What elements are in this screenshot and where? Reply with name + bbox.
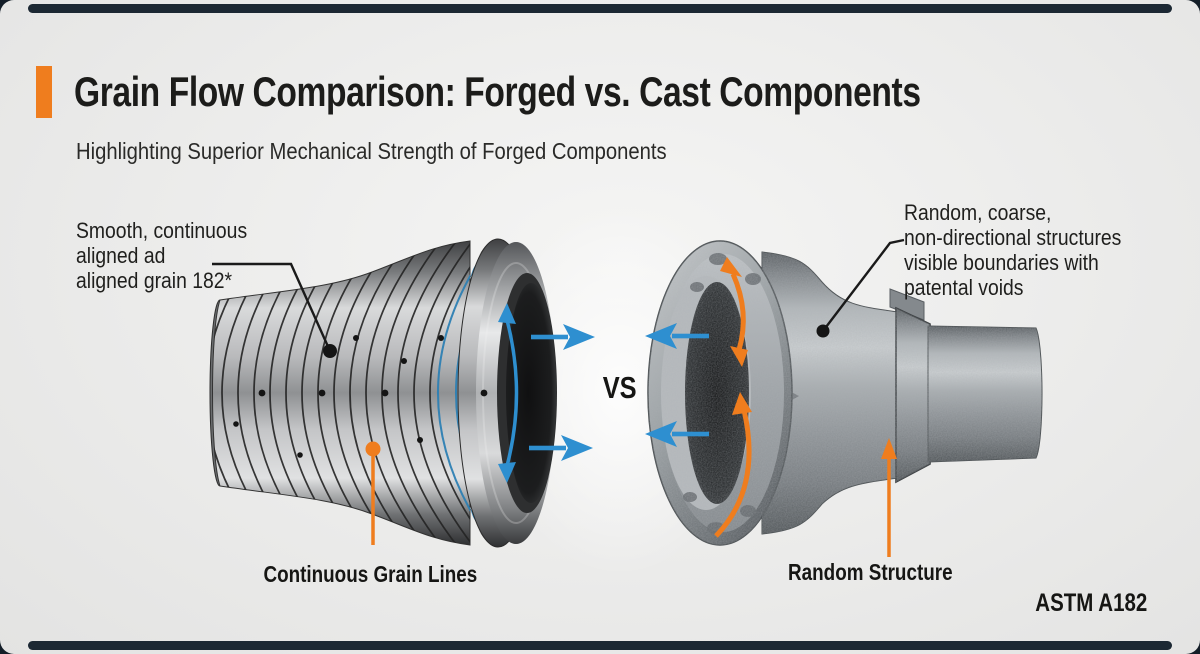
cast-component-illustration [647, 240, 1043, 546]
top-decor-bar [28, 4, 1172, 13]
cast-texture [648, 241, 1042, 545]
cast-random-flow-arrow-lower-icon [714, 392, 752, 538]
vs-label: VS [603, 370, 637, 405]
grain-dots [233, 335, 488, 458]
forged-annotation: Smooth, continuous aligned ad aligned gr… [76, 218, 248, 293]
flow-arrow-right-top-icon [531, 324, 595, 350]
cast-annotation: Random, coarse, non-directional structur… [904, 200, 1122, 300]
page-title: Grain Flow Comparison: Forged vs. Cast C… [74, 68, 921, 115]
cast-caption-leader [881, 438, 897, 557]
standard-reference: ASTM A182 [1035, 589, 1148, 617]
forged-annotation-leader [212, 262, 337, 358]
cast-caption: Random Structure [787, 559, 953, 585]
bottom-decor-bar [28, 641, 1172, 650]
page-subtitle: Highlighting Superior Mechanical Strengt… [76, 138, 667, 164]
flow-arrow-left-bottom-icon [645, 421, 709, 447]
forged-caption: Continuous Grain Lines [263, 561, 477, 587]
flow-arrow-left-top-icon [645, 323, 709, 349]
flange-flow-arrow-icon [498, 303, 519, 483]
cast-annotation-leader [816, 238, 905, 338]
title-accent-bar [36, 66, 52, 118]
flow-arrow-right-bottom-icon [529, 435, 593, 461]
forged-caption-leader [365, 441, 381, 545]
cast-random-flow-arrow-upper-icon [720, 257, 748, 367]
